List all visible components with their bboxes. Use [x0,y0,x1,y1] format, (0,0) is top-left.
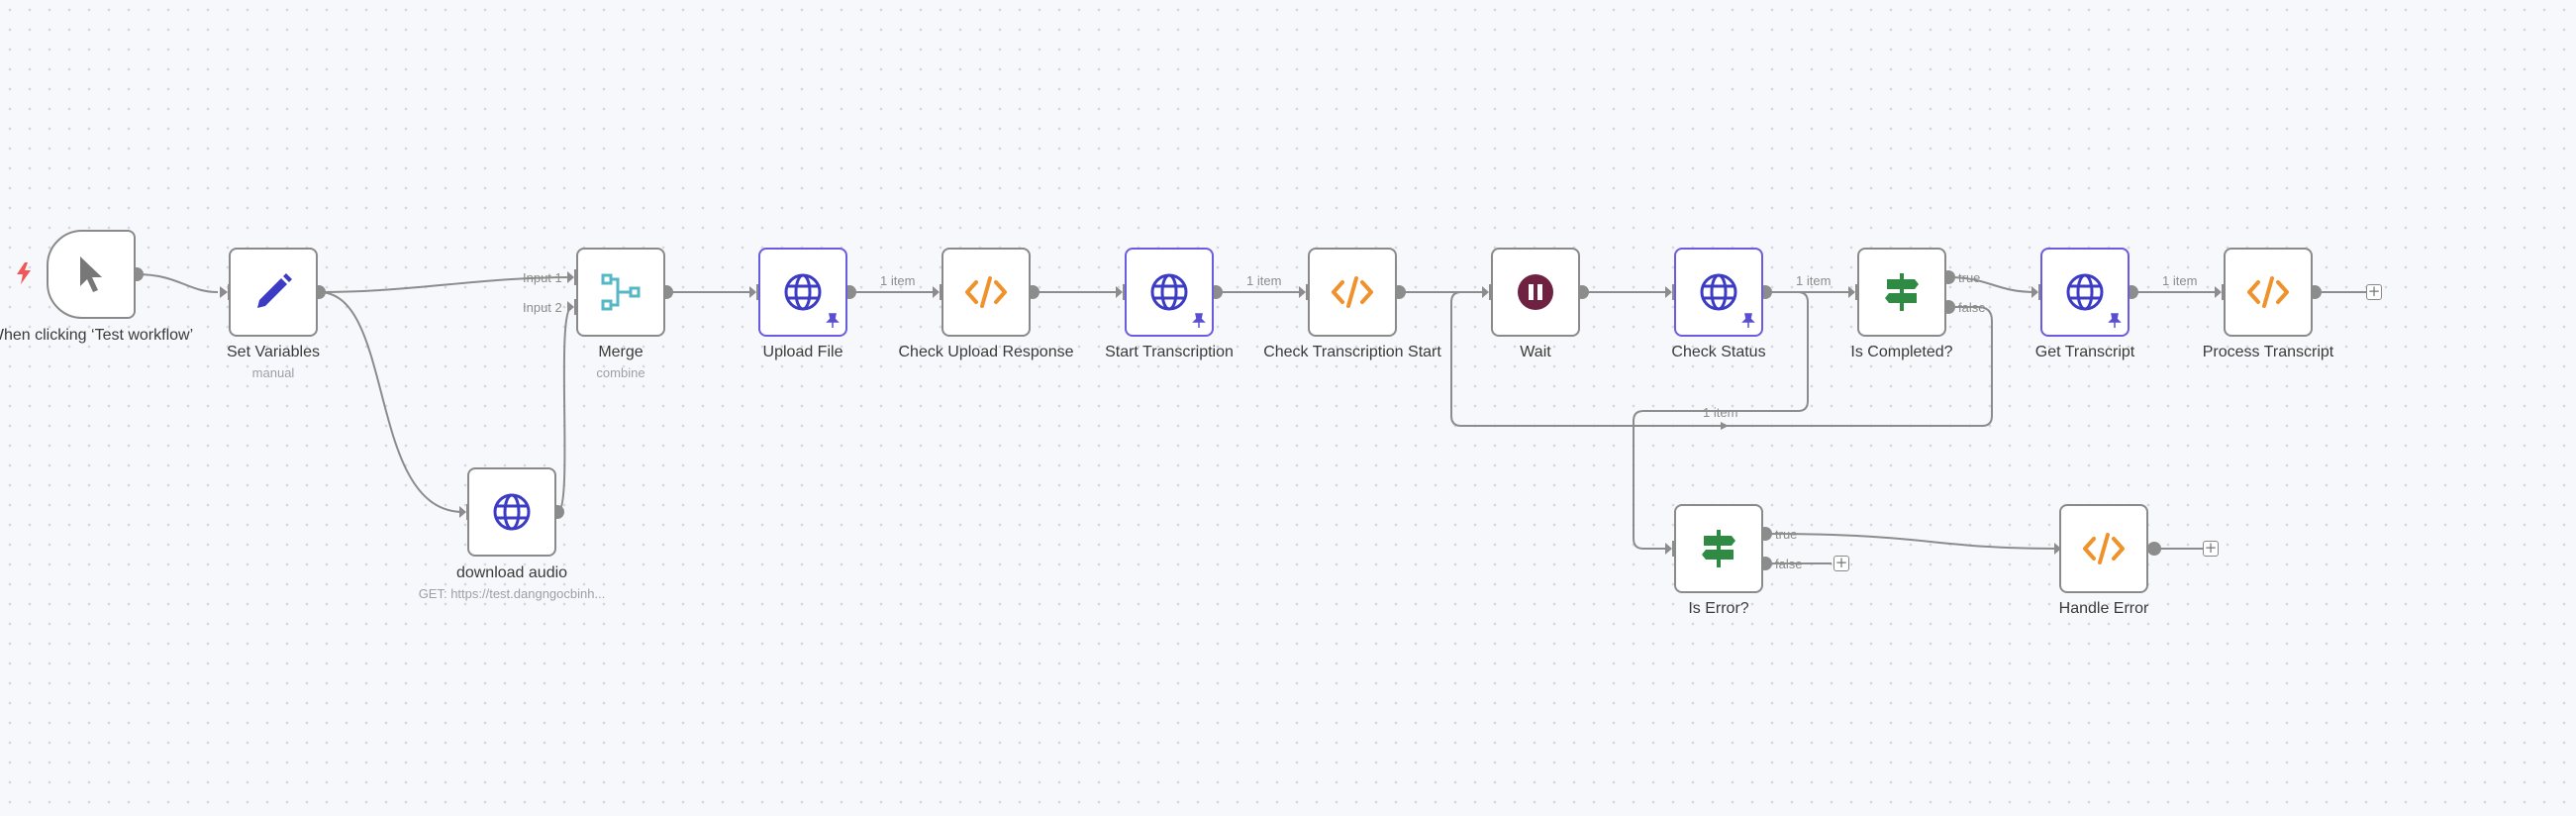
merge-input-1-label: Input 1 [523,270,562,285]
globe-icon [784,273,822,311]
code-icon [2247,276,2289,308]
node-label-start-transcription: Start Transcription [1105,344,1234,360]
edge-download-merge [556,306,573,513]
is-completed-false-label: false [1958,300,1986,315]
edge-error-true-handle [1764,533,2060,550]
merge-input-2-label: Input 2 [523,300,562,315]
node-label-download-audio: download audio [455,564,568,581]
node-label-process-transcript: Process Transcript [2202,344,2334,360]
node-label-is-completed: Is Completed? [1850,344,1953,360]
node-is-completed[interactable] [1857,248,1946,337]
edge-label-status: 1 item [1796,273,1832,288]
node-label-set-variables: Set Variables [227,344,320,360]
node-label-merge: Merge [598,344,644,360]
pin-icon [1741,313,1755,328]
node-sub-merge: combine [596,365,645,380]
lightning-bolt-icon [17,262,31,284]
node-sub-download-audio: GET: https://test.dangngocbinh... [418,586,606,601]
globe-icon [1150,273,1188,311]
edge-set-variables-merge [318,276,573,293]
pin-icon [1192,313,1206,328]
edge-trigger-set-variables [136,273,219,293]
node-process-transcript[interactable] [2224,248,2313,337]
node-wait[interactable] [1491,248,1580,337]
edge-label-start: 1 item [1246,273,1282,288]
is-error-true-label: true [1775,527,1798,542]
node-check-upload-response[interactable] [941,248,1031,337]
is-error-false-label: false [1775,557,1803,571]
node-label-check-status: Check Status [1671,344,1766,360]
node-merge[interactable] [576,248,665,337]
edge-label-upload: 1 item [880,273,916,288]
node-handle-error[interactable] [2059,504,2148,593]
code-icon [2083,533,2125,564]
pin-icon [2108,313,2122,328]
signpost-icon [1885,273,1919,311]
add-node-button[interactable]: + [2366,282,2382,300]
pause-icon [1518,274,1553,310]
is-completed-true-label: true [1958,270,1981,285]
add-node-button[interactable]: + [1833,554,1849,571]
signpost-icon [1702,530,1735,567]
globe-icon [2066,273,2104,311]
node-check-status[interactable] [1674,248,1763,337]
node-get-transcript[interactable] [2040,248,2130,337]
merge-icon [601,273,641,311]
add-node-button[interactable]: + [2203,539,2219,557]
code-icon [965,276,1007,308]
node-upload-file[interactable] [758,248,847,337]
node-start-transcription[interactable] [1125,248,1214,337]
node-check-transcription-start[interactable] [1308,248,1397,337]
node-label-is-error: Is Error? [1688,600,1749,617]
edge-label-get: 1 item [2162,273,2198,288]
node-label-check-transcription-start: Check Transcription Start [1263,344,1441,360]
node-is-error[interactable] [1674,504,1763,593]
node-label-trigger: When clicking ‘Test workflow’ [0,327,194,344]
edge-label-loop: 1 item [1703,405,1738,420]
pin-icon [826,313,840,328]
node-manual-trigger[interactable] [47,230,136,319]
node-download-audio[interactable] [467,467,556,557]
cursor-icon [80,256,102,292]
node-label-get-transcript: Get Transcript [2034,344,2135,360]
node-label-check-upload-response: Check Upload Response [898,344,1074,360]
code-icon [1332,276,1373,308]
edge-completed-true-get [1947,276,2037,293]
node-sub-set-variables: manual [251,365,295,380]
globe-icon [1700,273,1737,311]
node-label-handle-error: Handle Error [2058,600,2149,617]
globe-icon [493,493,531,531]
edge-status-is-error [1633,291,1809,550]
node-label-upload-file: Upload File [762,344,843,360]
node-label-wait: Wait [1520,344,1551,360]
edge-set-variables-download [318,291,464,513]
node-set-variables[interactable] [229,248,318,337]
pencil-icon [257,273,292,308]
